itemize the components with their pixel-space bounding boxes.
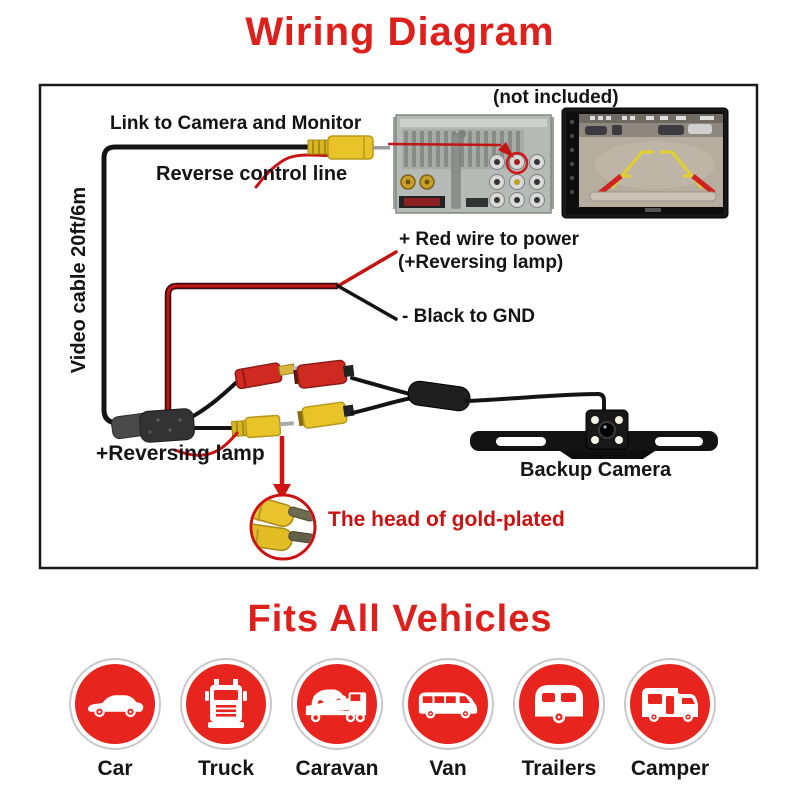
trailers-icon <box>535 685 583 724</box>
link-to-camera-monitor-label: Link to Camera and Monitor <box>110 113 362 134</box>
cable-junction-icon <box>111 408 195 443</box>
vehicle-item-caravan: Caravan <box>285 658 389 781</box>
van-icon <box>418 692 478 719</box>
reversing-lamp-label: +Reversing lamp <box>96 442 265 465</box>
reverse-control-line-label: Reverse control line <box>156 163 348 185</box>
page-title: Wiring Diagram <box>245 10 555 54</box>
black-gnd-branch <box>336 284 398 321</box>
license-plate-backup-camera-icon <box>470 409 718 459</box>
video-cable-length-label: Video cable 20ft/6m <box>68 186 90 374</box>
gold-plated-rca-heads-icon <box>249 493 317 561</box>
power-wire-red <box>166 284 338 417</box>
rca-female-jack-icon <box>297 401 355 429</box>
red-wire-power-label: + Red wire to power <box>399 229 580 250</box>
red-power-branch <box>336 250 398 288</box>
vehicle-label: Trailers <box>521 757 597 780</box>
rca-male-plug-icon <box>231 414 294 439</box>
reverse-line-annotation <box>387 142 529 175</box>
truck-icon <box>205 679 247 728</box>
head-unit-rear-icon <box>393 114 554 214</box>
monitor-display-icon <box>561 107 729 219</box>
video-cable-wire <box>101 144 315 429</box>
gold-head-arrow <box>273 436 291 500</box>
rca-connector-icon <box>307 135 390 160</box>
vehicle-label: Truck <box>197 757 255 780</box>
gold-plated-head-label: The head of gold-plated <box>328 508 565 531</box>
vehicle-item-camper: Camper <box>618 658 722 781</box>
reversing-lamp-arrow <box>173 431 239 457</box>
backup-camera-label: Backup Camera <box>520 459 672 481</box>
red-wire-power-label-2: (+Reversing lamp) <box>398 252 564 273</box>
dc-power-male-plug-icon <box>234 362 301 390</box>
vehicle-item-van: Van <box>396 658 500 781</box>
vehicle-label: Camper <box>630 757 710 780</box>
fits-all-vehicles-title: Fits All Vehicles <box>247 598 553 640</box>
car-icon <box>87 695 144 718</box>
vehicle-label: Caravan <box>295 757 379 780</box>
vehicle-item-truck: Truck <box>174 658 278 781</box>
dc-power-female-jack-icon <box>293 359 355 389</box>
not-included-note: (not included) <box>493 87 619 108</box>
vehicle-label: Van <box>429 757 467 780</box>
vehicle-list: Car Truck <box>63 658 722 781</box>
vehicle-item-trailers: Trailers <box>507 658 611 781</box>
black-gnd-label: - Black to GND <box>402 306 536 327</box>
caravan-icon <box>305 689 367 723</box>
vehicle-item-car: Car <box>63 658 167 781</box>
vehicle-label: Car <box>97 757 133 780</box>
camper-icon <box>642 688 698 722</box>
